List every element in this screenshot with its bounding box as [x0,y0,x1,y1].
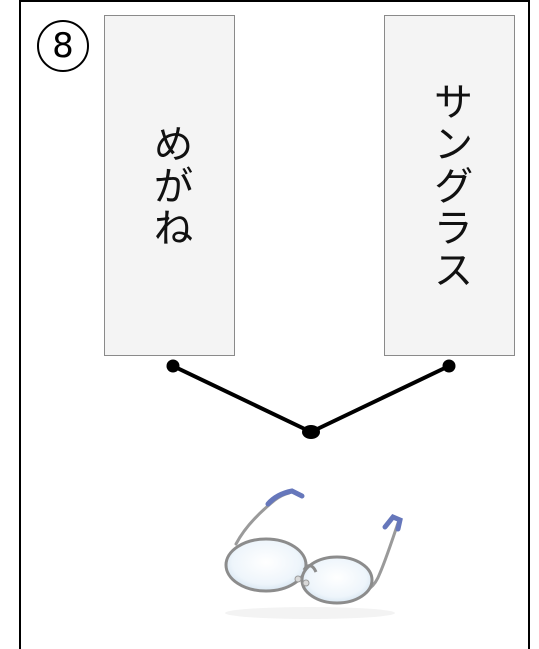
connector-dot-left[interactable] [166,359,180,373]
answer-card-right[interactable]: サングラス [384,15,515,356]
worksheet-frame [19,0,530,649]
answer-card-left-label: めがね [146,122,193,249]
item-number-badge: 8 [37,20,89,72]
connector-dot-right[interactable] [442,359,456,373]
answer-card-left[interactable]: めがね [104,15,235,356]
eyeglasses-icon [224,488,403,619]
answer-card-right-label: サングラス [426,80,473,291]
connector-dot-center[interactable] [302,425,320,439]
